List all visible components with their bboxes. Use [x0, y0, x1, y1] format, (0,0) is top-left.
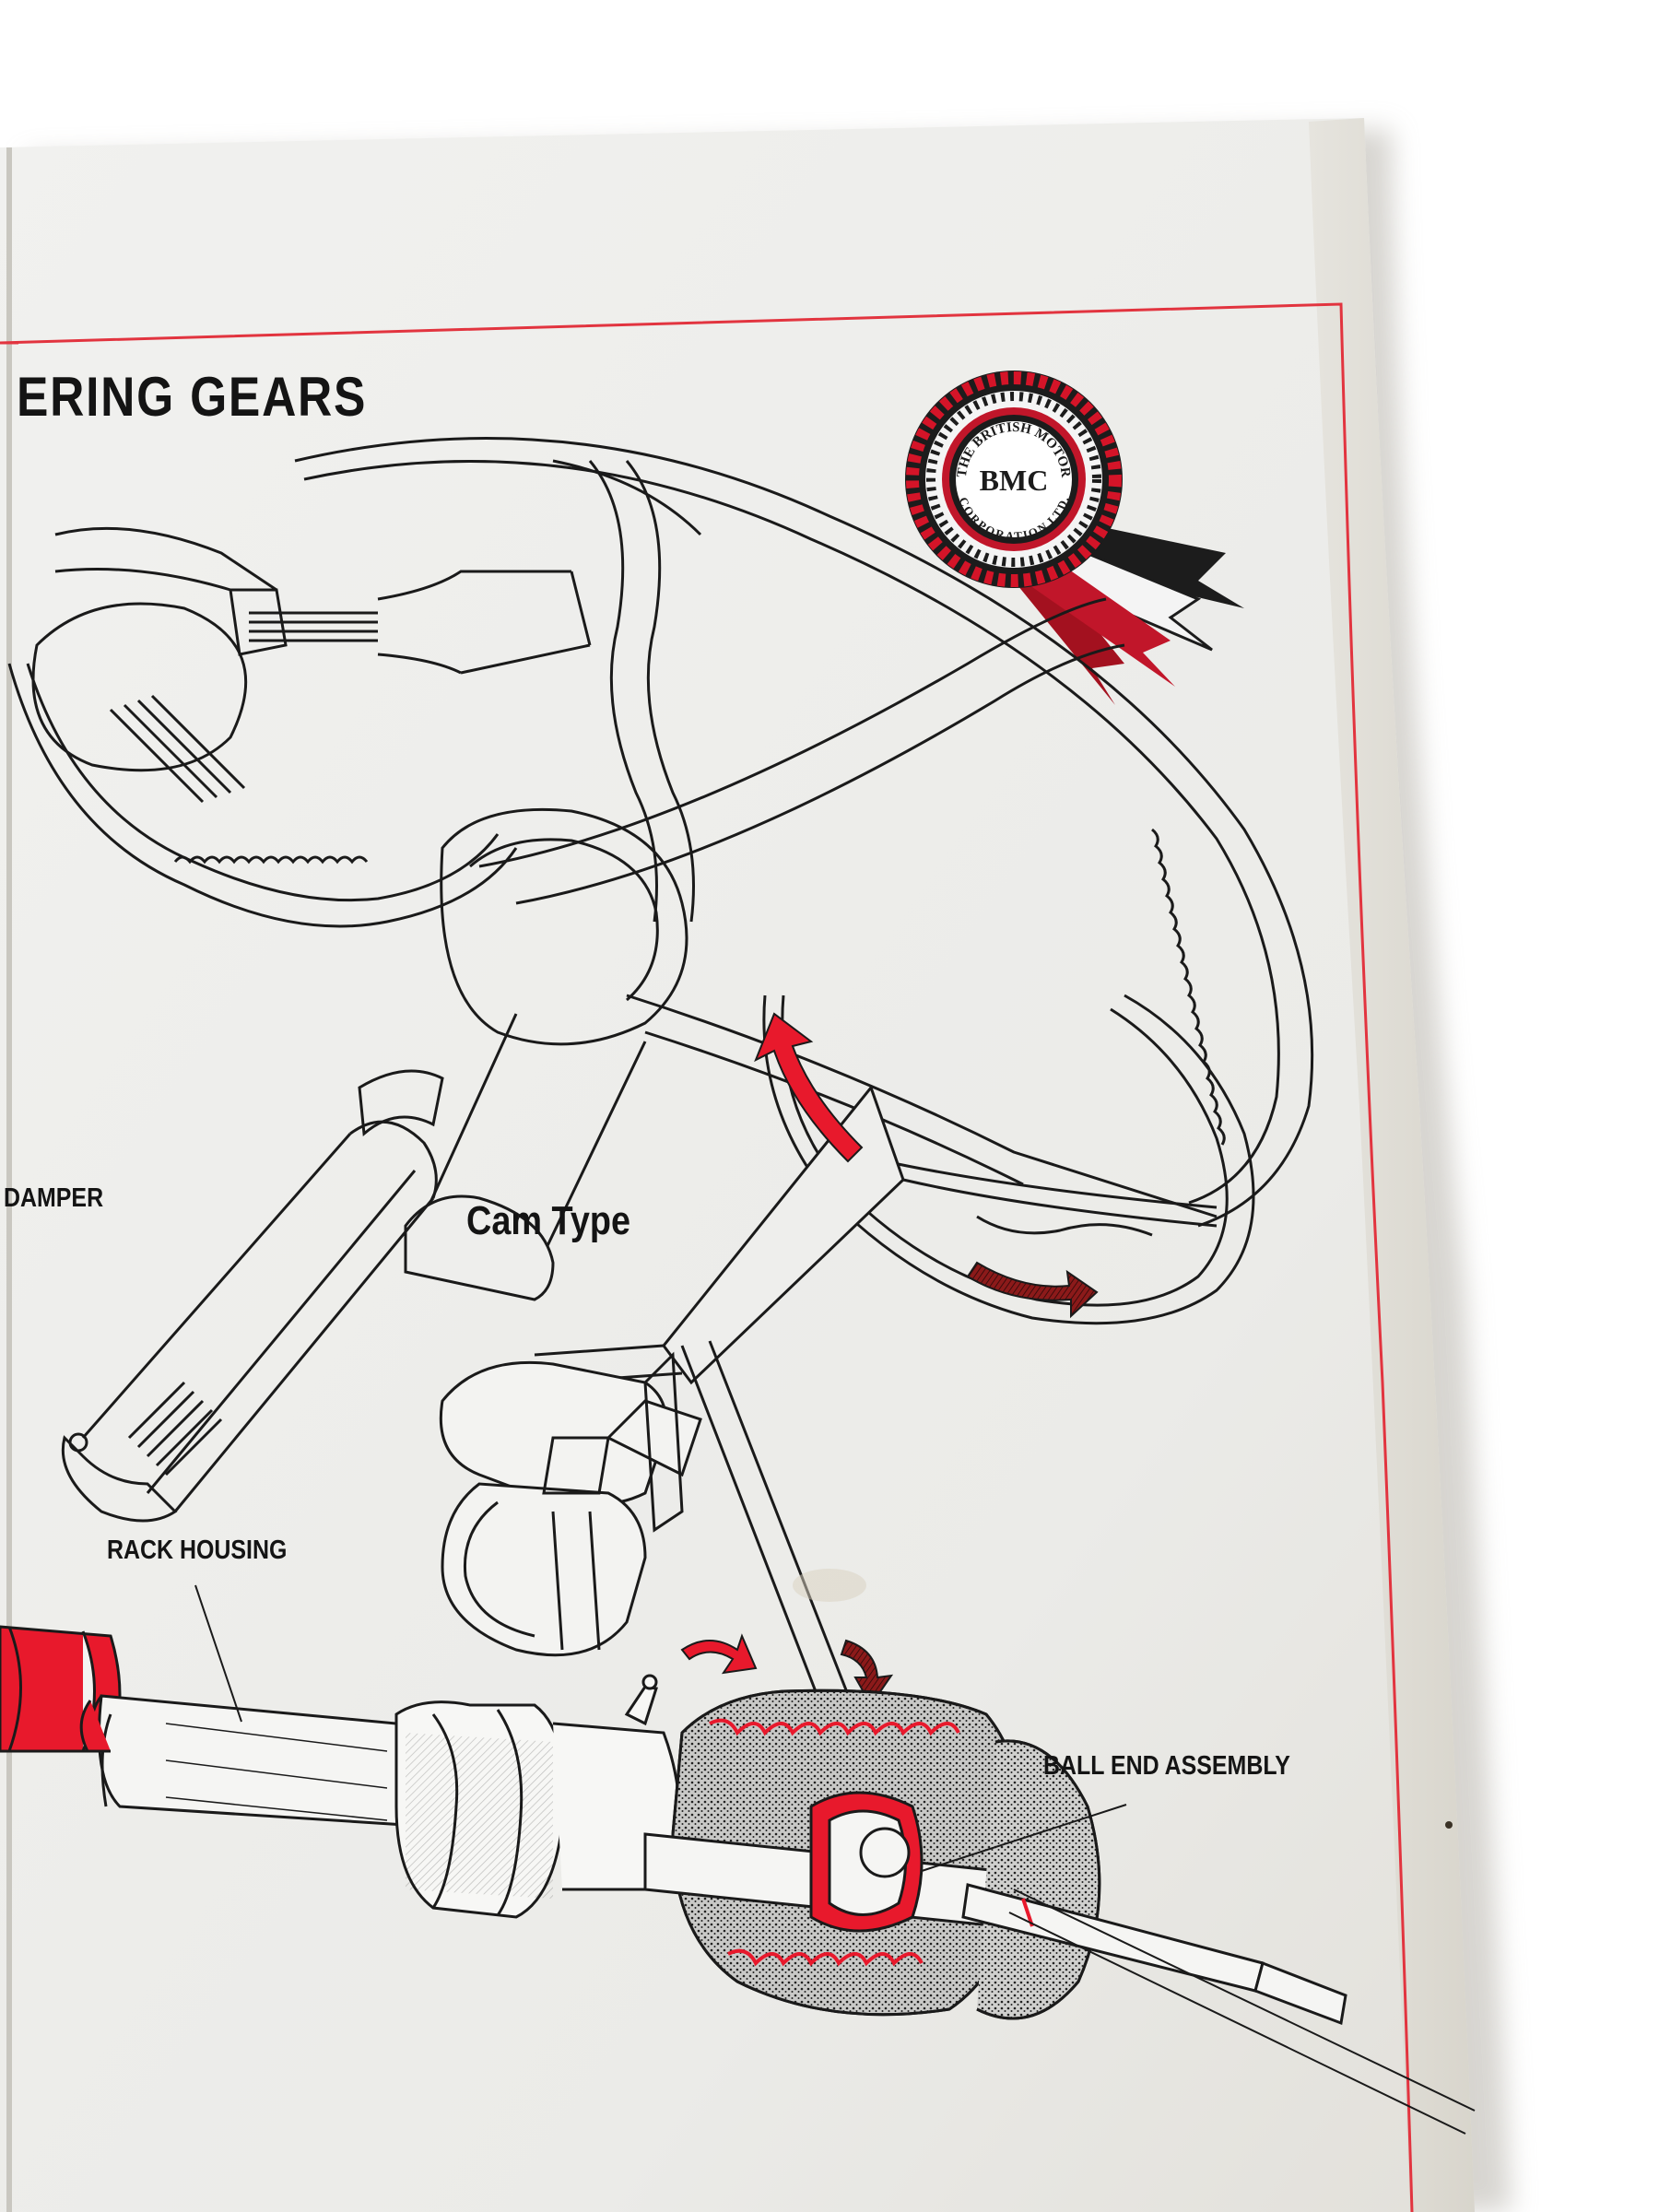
label-rack-housing: RACK HOUSING — [107, 1535, 288, 1565]
red-border — [0, 302, 1414, 2212]
bmc-rosette-icon: THE BRITISH MOTOR CORPORATION LTD. BMC — [905, 371, 1244, 705]
badge-monogram: BMC — [980, 464, 1049, 497]
label-ball-end-assembly: BALL END ASSEMBLY — [1043, 1751, 1290, 1781]
leader-ball-end — [921, 1804, 1127, 1872]
steering-wheel-drawing — [7, 437, 1314, 1228]
curved-arrow-icon — [680, 1012, 1099, 1707]
cam-type-mechanism — [439, 994, 1255, 1761]
paper-speck — [1445, 1821, 1453, 1829]
leader-rack-housing — [194, 1584, 242, 1723]
label-cam-type: Cam Type — [466, 1198, 631, 1243]
label-damper: DAMPER — [4, 1183, 104, 1213]
rack-assembly — [0, 1625, 1476, 2135]
paper-stain — [793, 1569, 866, 1602]
steering-column — [61, 1013, 647, 1523]
poster-title: ERING GEARS — [17, 366, 368, 428]
